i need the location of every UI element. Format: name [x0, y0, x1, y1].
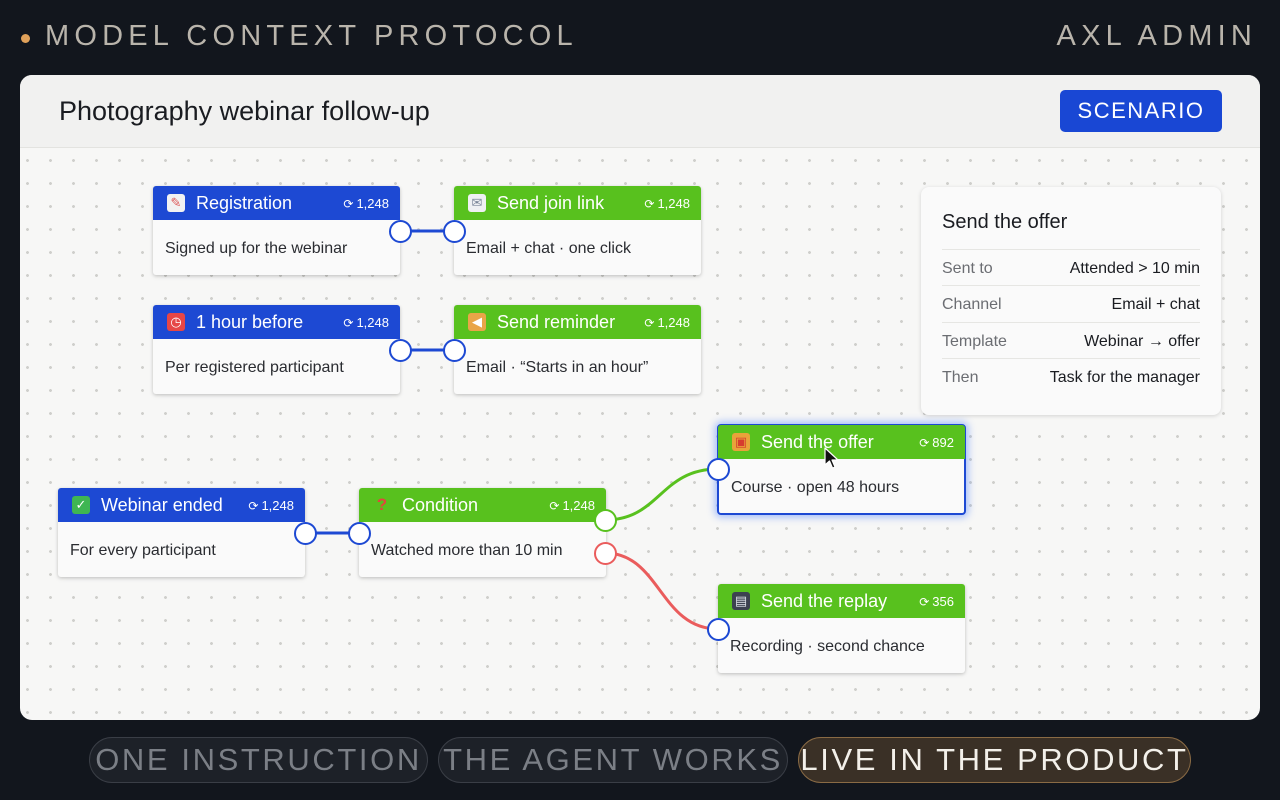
- check-icon: ✓: [72, 496, 90, 514]
- node-header: ▣ Send the offer ⟳892: [718, 425, 965, 459]
- alarm-clock-icon: ◷: [167, 313, 185, 331]
- input-port[interactable]: [707, 618, 730, 641]
- node-count-value: 356: [932, 594, 954, 609]
- question-icon: ?: [376, 495, 388, 514]
- node-header: ▤ Send the replay ⟳356: [718, 584, 965, 618]
- node-hour-before[interactable]: ◷ 1 hour before ⟳1,248 Per registered pa…: [153, 305, 400, 394]
- node-count-value: 1,248: [356, 315, 389, 330]
- node-title: Registration: [196, 193, 293, 213]
- node-send-replay[interactable]: ▤ Send the replay ⟳356 Recording · secon…: [718, 584, 965, 673]
- output-port[interactable]: [389, 339, 412, 362]
- node-header: ✉ Send join link ⟳1,248: [454, 186, 701, 220]
- refresh-icon: ⟳: [343, 316, 354, 330]
- status-dot-icon: [21, 34, 30, 43]
- admin-label: AXL ADMIN: [1056, 20, 1257, 52]
- details-title: Send the offer: [942, 211, 1068, 233]
- node-header: ? Condition ⟳1,248: [359, 488, 606, 522]
- node-count-value: 1,248: [657, 315, 690, 330]
- node-title: Send reminder: [497, 312, 616, 332]
- node-count-value: 1,248: [562, 498, 595, 513]
- node-description: Per registered participant: [165, 359, 344, 376]
- node-count-value: 1,248: [657, 196, 690, 211]
- input-port[interactable]: [348, 522, 371, 545]
- refresh-icon: ⟳: [248, 499, 259, 513]
- node-count: ⟳1,248: [343, 196, 389, 211]
- node-details-card: Send the offer Sent to Attended > 10 min…: [921, 187, 1221, 415]
- details-value: Task for the manager: [1049, 369, 1200, 386]
- node-title: Send the offer: [761, 432, 874, 452]
- node-description: Course · open 48 hours: [731, 479, 900, 496]
- node-description: Email + chat · one click: [466, 240, 631, 257]
- details-value: Email + chat: [1111, 296, 1200, 313]
- node-title: Send the replay: [761, 591, 888, 611]
- node-count: ⟳1,248: [644, 196, 690, 211]
- node-send-offer[interactable]: ▣ Send the offer ⟳892 Course · open 48 h…: [717, 424, 966, 515]
- node-description: Watched more than 10 min: [371, 542, 563, 559]
- node-count: ⟳1,248: [343, 315, 389, 330]
- details-row: Channel Email + chat: [942, 285, 1200, 322]
- node-header: ◷ 1 hour before ⟳1,248: [153, 305, 400, 339]
- output-port-yes[interactable]: [594, 509, 617, 532]
- panel-header: Photography webinar follow-up SCENARIO: [20, 75, 1260, 148]
- gift-icon: ▣: [732, 433, 750, 451]
- refresh-icon: ⟳: [919, 436, 930, 450]
- output-port[interactable]: [389, 220, 412, 243]
- step-live-in-product[interactable]: LIVE IN THE PRODUCT: [798, 737, 1191, 783]
- details-value: Attended > 10 min: [1069, 260, 1200, 277]
- node-count: ⟳356: [919, 594, 954, 609]
- node-webinar-ended[interactable]: ✓ Webinar ended ⟳1,248 For every partici…: [58, 488, 305, 577]
- clapper-icon: ▤: [732, 592, 750, 610]
- node-description: For every participant: [70, 542, 216, 559]
- page-title: Photography webinar follow-up: [59, 96, 430, 126]
- node-send-join-link[interactable]: ✉ Send join link ⟳1,248 Email + chat · o…: [454, 186, 701, 275]
- details-row: Template Webinar → offer: [942, 322, 1200, 359]
- details-key: Sent to: [942, 260, 993, 277]
- node-header: ✓ Webinar ended ⟳1,248: [58, 488, 305, 522]
- details-key: Template: [942, 333, 1007, 350]
- node-header: ◀ Send reminder ⟳1,248: [454, 305, 701, 339]
- node-title: Condition: [402, 495, 479, 515]
- output-port-no[interactable]: [594, 542, 617, 565]
- node-count-value: 1,248: [261, 498, 294, 513]
- megaphone-icon: ◀: [468, 313, 486, 331]
- refresh-icon: ⟳: [343, 197, 354, 211]
- node-count: ⟳1,248: [248, 498, 294, 513]
- input-port[interactable]: [443, 339, 466, 362]
- refresh-icon: ⟳: [919, 595, 930, 609]
- node-title: 1 hour before: [196, 312, 304, 332]
- node-count-value: 892: [932, 435, 954, 450]
- brand-title: MODEL CONTEXT PROTOCOL: [45, 20, 578, 52]
- details-key: Then: [942, 369, 979, 386]
- node-count: ⟳1,248: [644, 315, 690, 330]
- refresh-icon: ⟳: [549, 499, 560, 513]
- step-agent-works[interactable]: THE AGENT WORKS: [438, 737, 788, 783]
- details-value: Webinar → offer: [1084, 333, 1200, 350]
- refresh-icon: ⟳: [644, 197, 655, 211]
- node-registration[interactable]: ✎ Registration ⟳1,248 Signed up for the …: [153, 186, 400, 275]
- envelope-icon: ✉: [468, 194, 486, 212]
- input-port[interactable]: [443, 220, 466, 243]
- node-description: Signed up for the webinar: [165, 240, 348, 257]
- input-port[interactable]: [707, 458, 730, 481]
- node-header: ✎ Registration ⟳1,248: [153, 186, 400, 220]
- node-count: ⟳1,248: [549, 498, 595, 513]
- refresh-icon: ⟳: [644, 316, 655, 330]
- node-title: Send join link: [497, 193, 605, 213]
- node-count: ⟳892: [919, 435, 954, 450]
- node-count-value: 1,248: [356, 196, 389, 211]
- node-send-reminder[interactable]: ◀ Send reminder ⟳1,248 Email · “Starts i…: [454, 305, 701, 394]
- mouse-cursor-icon: [824, 447, 839, 469]
- node-description: Email · “Starts in an hour”: [466, 359, 649, 376]
- memo-icon: ✎: [167, 194, 185, 212]
- scenario-button[interactable]: SCENARIO: [1060, 90, 1222, 132]
- details-row: Sent to Attended > 10 min: [942, 249, 1200, 286]
- details-key: Channel: [942, 296, 1002, 313]
- node-title: Webinar ended: [101, 495, 223, 515]
- details-row: Then Task for the manager: [942, 358, 1200, 395]
- node-description: Recording · second chance: [730, 638, 925, 655]
- node-condition[interactable]: ? Condition ⟳1,248 Watched more than 10 …: [359, 488, 606, 577]
- step-one-instruction[interactable]: ONE INSTRUCTION: [89, 737, 428, 783]
- output-port[interactable]: [294, 522, 317, 545]
- top-bar: MODEL CONTEXT PROTOCOL AXL ADMIN: [0, 0, 1280, 75]
